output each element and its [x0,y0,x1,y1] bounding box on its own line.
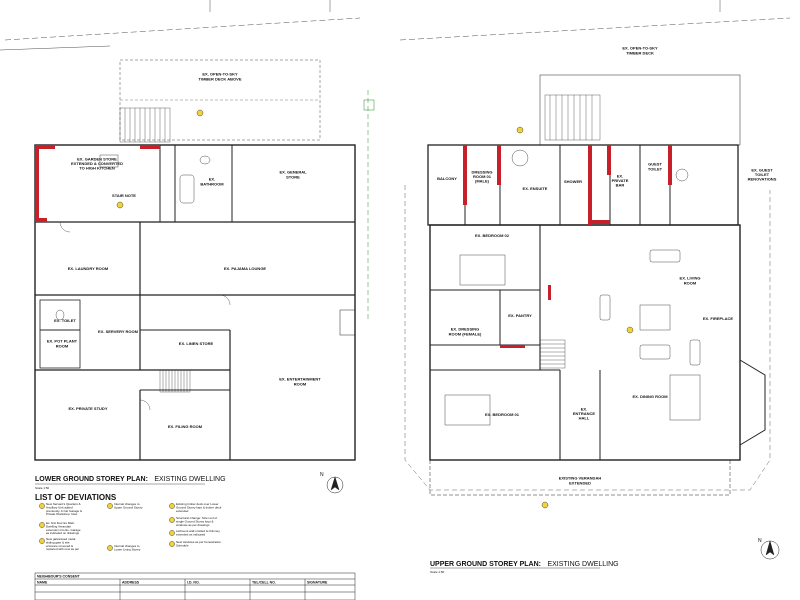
upper-plan-title-rest: EXISTING DWELLING [547,561,618,568]
consent-header-address: ADDRESS [122,581,140,585]
room-filing: EX. FILING ROOM [168,424,203,429]
room-fireplace: EX. FIREPLACE [703,316,734,321]
upper-deviation-walls [463,145,672,348]
room-dining: EX. DINING ROOM [632,394,668,399]
north-label-lower: N [320,472,324,478]
room-pajama-lounge: EX. PAJAMA LOUNGE [224,266,267,271]
room-shower: SHOWER [564,179,582,184]
north-label-upper: N [758,538,762,544]
consent-header-id: I.D. NO. [187,581,200,585]
room-servery: EX. SERVERY ROOM [98,329,139,334]
room-toilet: EX. TOILET [54,318,76,323]
lower-plan-title-bold: LOWER GROUND STOREY PLAN: [35,476,148,483]
deviation-item: New Servant's Quarters &Ancillary Unit a… [46,502,82,516]
lower-deviation-walls [35,145,160,222]
lower-plan-scale: Scale 1:50 [35,486,50,490]
north-arrow-upper [760,540,780,560]
room-laundry: EX. LAUNDRY ROOM [68,266,109,271]
room-linen-store: EX. LINEN STORE [179,341,214,346]
upper-plan-scale: Scale 1:50 [430,570,445,574]
room-bathroom-lower: EX.BATHROOM [200,177,224,187]
lower-plan-title: LOWER GROUND STOREY PLAN: EXISTING DWELL… [35,468,226,485]
upper-ground-plan [399,0,791,496]
room-balcony: BALCONY [437,176,457,181]
consent-header-tel: TEL/CELL NO. [252,581,276,585]
lower-plan-title-rest: EXISTING DWELLING [154,476,225,483]
deviation-items: New Servant's Quarters &Ancillary Unit a… [46,502,222,551]
consent-table [34,572,356,600]
room-private-study: EX. PRIVATE STUDY [69,406,108,411]
north-arrow-lower [326,476,344,494]
upper-plan-title: UPPER GROUND STOREY PLAN: EXISTING DWELL… [430,553,619,570]
upper-plan-title-bold: UPPER GROUND STOREY PLAN: [430,561,541,568]
deviations-heading: LIST OF DEVIATIONS [35,493,117,502]
stair-note: STAIR NOTE [112,193,136,198]
room-pantry: EX. PANTRY [508,313,532,318]
room-bedroom-01: EX. BEDROOM 01 [485,412,520,417]
room-ensuite: EX. ENSUITE [523,186,548,191]
consent-header-signature: SIGNATURE [307,581,328,585]
consent-header-name: NAME [37,581,48,585]
deviation-markers [116,109,634,509]
room-bedroom-02: EX. BEDROOM 02 [475,233,510,238]
consent-title: NEIGHBOUR'S CONSENT [37,575,81,579]
deviation-list-markers [39,503,175,551]
lower-ground-plan [0,0,375,461]
